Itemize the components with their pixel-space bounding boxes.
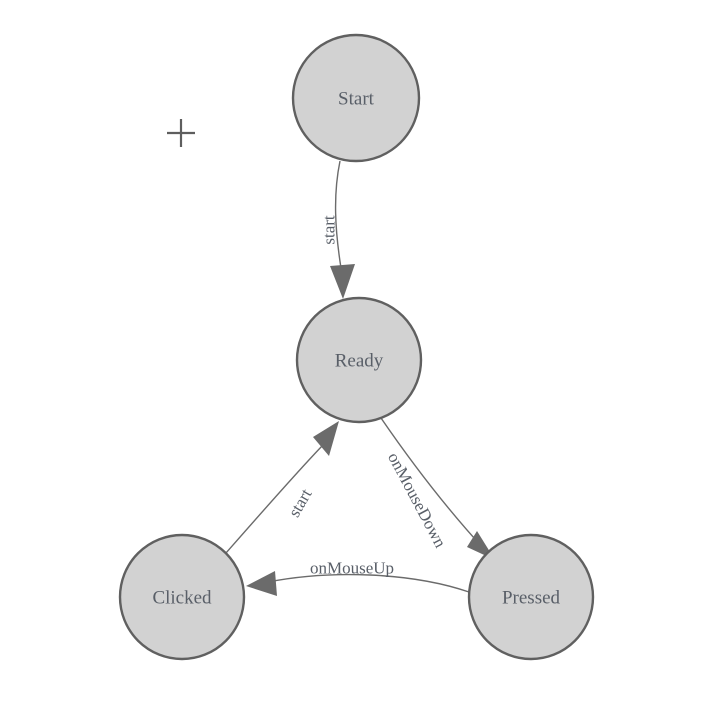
node-circle-clicked: [118, 533, 246, 661]
edge-ready-to-pressed[interactable]: onMouseDown: [380, 417, 495, 560]
edge-clicked-to-ready[interactable]: start: [225, 421, 339, 554]
node-label-ready: Ready: [335, 351, 384, 372]
node-label-pressed: Pressed: [502, 588, 561, 609]
node-circle-pressed: [467, 533, 595, 661]
arrowhead-clicked-to-ready: [313, 421, 339, 456]
node-ready[interactable]: Ready: [295, 296, 423, 424]
edge-start-to-ready[interactable]: start: [320, 160, 356, 299]
node-clicked[interactable]: Clicked: [118, 533, 246, 661]
edge-line-pressed-to-clicked: [267, 573, 470, 593]
node-start[interactable]: Start: [291, 33, 421, 163]
node-label-clicked: Clicked: [152, 588, 212, 609]
edge-pressed-to-clicked[interactable]: onMouseUp: [246, 559, 470, 597]
edge-line-start-to-ready: [334, 160, 342, 269]
edge-label-pressed-to-clicked: onMouseUp: [310, 559, 394, 578]
arrowhead-start-to-ready: [330, 264, 355, 299]
node-pressed[interactable]: Pressed: [467, 533, 595, 661]
crosshair-cursor-icon: [167, 119, 195, 147]
edge-label-clicked-to-ready: start: [284, 485, 315, 520]
edge-line-clicked-to-ready: [225, 444, 324, 554]
node-circle-ready: [295, 296, 423, 424]
edge-label-ready-to-pressed: onMouseDown: [384, 449, 450, 551]
arrowhead-pressed-to-clicked: [246, 571, 277, 596]
edge-label-start-to-ready: start: [320, 215, 339, 245]
node-label-start: Start: [338, 89, 375, 110]
node-circle-start: [291, 33, 421, 163]
edge-line-ready-to-pressed: [380, 417, 485, 550]
